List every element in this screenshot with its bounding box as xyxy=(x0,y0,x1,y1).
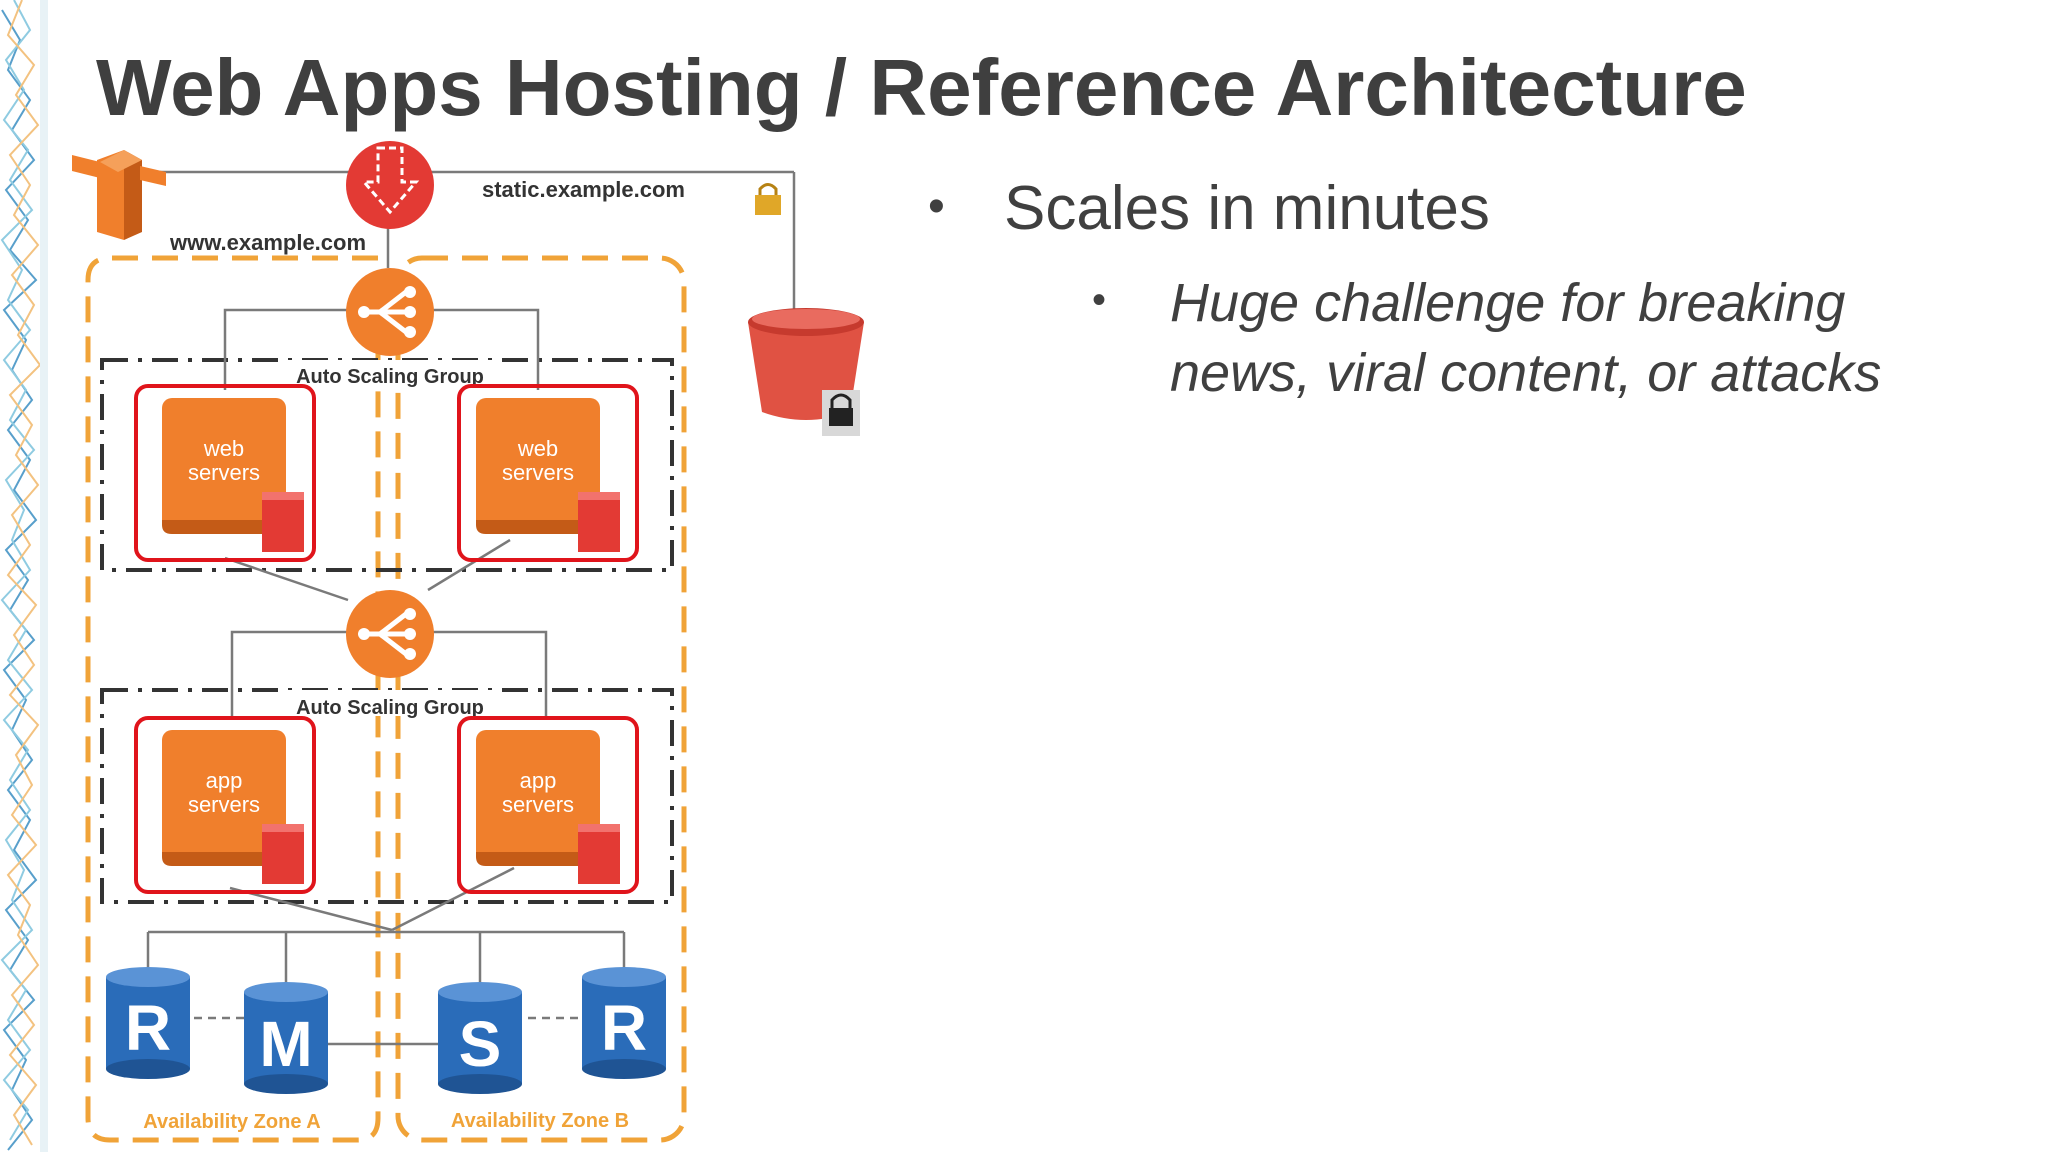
label-line: servers xyxy=(502,460,574,485)
label-line: servers xyxy=(188,460,260,485)
availability-zone-a xyxy=(85,255,381,1143)
connector-lines xyxy=(146,170,796,1046)
cloudfront-icon xyxy=(346,141,434,229)
label-line: web xyxy=(203,436,244,461)
static-label: static.example.com xyxy=(482,177,685,202)
lock-icon xyxy=(755,183,781,215)
web-asg-label: Auto Scaling Group xyxy=(296,366,484,388)
bullet-text: Scales in minutes xyxy=(1004,174,1490,243)
db-label: R xyxy=(125,992,171,1064)
availability-zone-b xyxy=(395,255,687,1143)
label-line: app xyxy=(206,768,243,793)
slide-title: Web Apps Hosting / Reference Architectur… xyxy=(96,43,1747,132)
www-label: www.example.com xyxy=(169,230,366,255)
sub-bullet-text: Huge challenge for breaking news, viral … xyxy=(1170,273,1882,403)
bullet-dot: • xyxy=(1092,278,1107,322)
database-icon-s: S xyxy=(438,982,522,1094)
bucket-lock-icon xyxy=(822,390,860,436)
label-line: servers xyxy=(502,792,574,817)
database-icon-r-a: R xyxy=(106,967,190,1079)
decorative-side-strip xyxy=(0,0,48,1152)
zone-b-label: Availability Zone B xyxy=(451,1110,629,1132)
database-icon-r-b: R xyxy=(582,967,666,1079)
db-label: R xyxy=(601,992,647,1064)
bullet-dot: • xyxy=(928,180,945,233)
app-asg-label: Auto Scaling Group xyxy=(296,697,484,719)
database-icon-m: M xyxy=(244,982,328,1094)
web-load-balancer-icon xyxy=(346,268,434,356)
web-asg-box xyxy=(100,358,674,572)
route53-icon xyxy=(72,150,166,240)
architecture-diagram: www.example.com static.example.com xyxy=(72,141,864,1143)
label-line: servers xyxy=(188,792,260,817)
s3-bucket-icon xyxy=(748,308,864,420)
app-asg-box xyxy=(100,688,674,904)
db-label: S xyxy=(459,1008,502,1080)
app-load-balancer-icon xyxy=(346,590,434,678)
db-label: M xyxy=(259,1008,312,1080)
label-line: app xyxy=(520,768,557,793)
label-line: web xyxy=(517,436,558,461)
zone-a-label: Availability Zone A xyxy=(143,1111,320,1133)
